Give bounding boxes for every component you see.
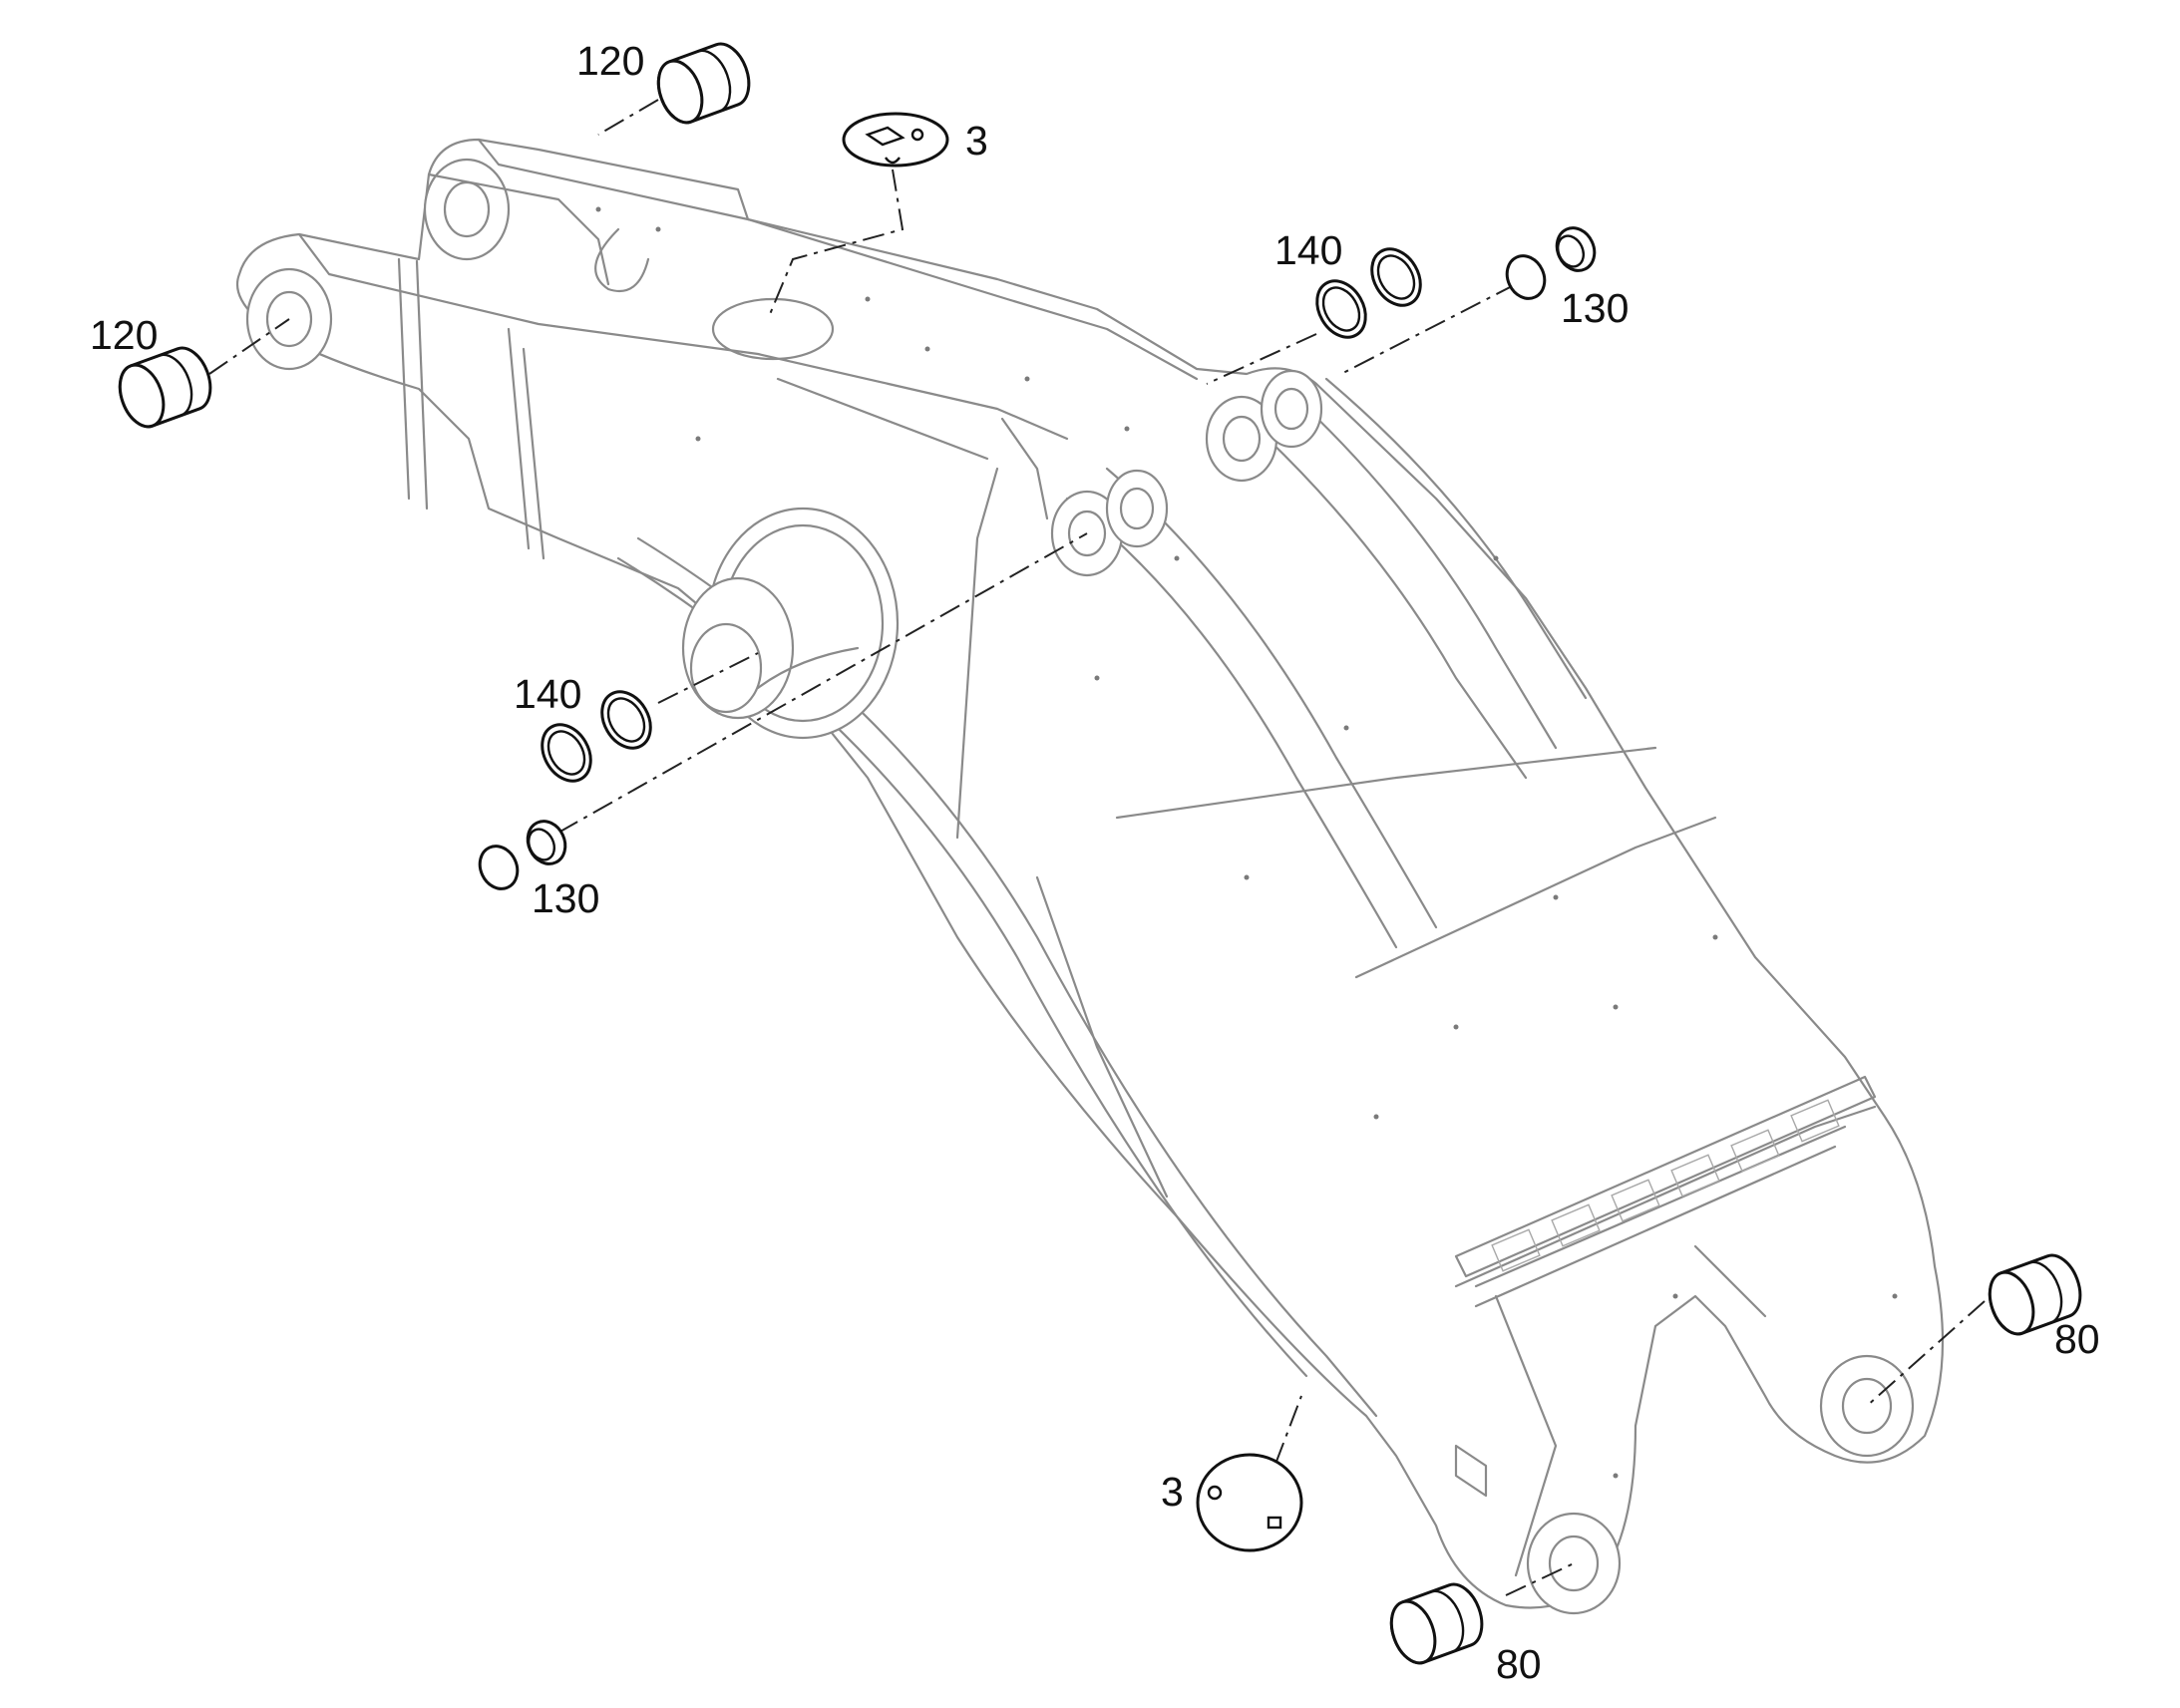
decal-3-top bbox=[842, 112, 949, 168]
callout-label: 80 bbox=[2054, 1316, 2100, 1362]
callout-label: 130 bbox=[532, 875, 599, 921]
bushing-80-bottom bbox=[1389, 1582, 1484, 1665]
sleeve-130-upper bbox=[1505, 226, 1597, 300]
callout-label: 140 bbox=[514, 671, 581, 717]
seal-140-mid bbox=[541, 690, 652, 783]
callout-label: 3 bbox=[1161, 1469, 1184, 1515]
callout-label: 130 bbox=[1561, 285, 1629, 331]
callout-label: 140 bbox=[1274, 227, 1342, 273]
decal-3-bottom bbox=[1196, 1453, 1303, 1552]
callout-label: 3 bbox=[965, 118, 988, 164]
callout-label: 120 bbox=[576, 38, 644, 84]
callout-labels: 120 120 3 140 130 140 130 80 80 3 bbox=[90, 38, 2100, 1687]
boom-outline bbox=[235, 138, 1945, 1609]
callout-label: 120 bbox=[90, 312, 158, 358]
weld-dots bbox=[595, 206, 1898, 1479]
bushing-120-left bbox=[118, 346, 212, 429]
callout-label: 80 bbox=[1496, 1641, 1542, 1687]
boom-structure bbox=[235, 138, 1945, 1615]
seal-140-upper bbox=[1315, 247, 1422, 339]
sleeve-130-mid bbox=[478, 820, 567, 890]
bushing-120-top bbox=[656, 42, 751, 125]
bushing-80-right bbox=[1988, 1253, 2082, 1336]
